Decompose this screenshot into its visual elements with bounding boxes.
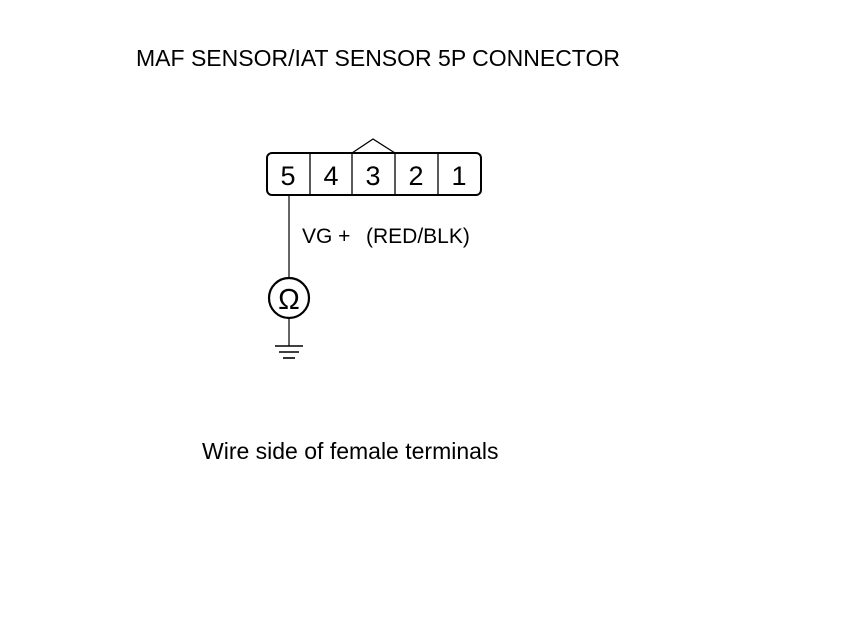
- ohm-symbol: Ω: [278, 284, 300, 316]
- connector-body: [266, 152, 482, 196]
- terminal-view-caption: Wire side of female terminals: [202, 438, 499, 464]
- pin-number-3: 3: [365, 161, 380, 191]
- diagram-title: MAF SENSOR/IAT SENSOR 5P CONNECTOR: [136, 45, 620, 71]
- pin-number-1: 1: [451, 161, 466, 191]
- pin-number-2: 2: [408, 161, 423, 191]
- connector-lock-tab: [351, 138, 396, 154]
- pin-number-4: 4: [323, 161, 338, 191]
- ground-icon: [275, 345, 303, 359]
- wire-color-label: (RED/BLK): [366, 225, 470, 248]
- wire-signal-label: VG +: [302, 225, 350, 248]
- pin-number-5: 5: [280, 161, 295, 191]
